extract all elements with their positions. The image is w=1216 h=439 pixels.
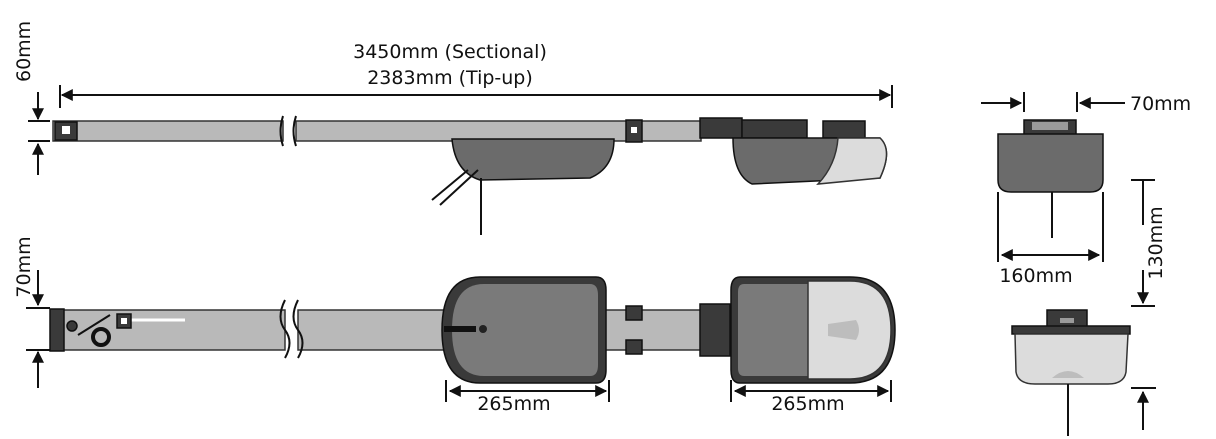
plan-carriage-dot [479,325,487,333]
width-label-left-265mm: 265mm [477,393,550,415]
plan-rail-left-segment [54,309,286,351]
end-height-label-130mm: 130mm [1145,206,1167,279]
plan-rail-break-right [292,299,304,359]
end-elevation-view: 70mm 160mm 130mm [981,92,1191,436]
width-label-right-265mm: 265mm [771,393,844,415]
end-width-label-160mm: 160mm [999,265,1072,287]
plan-view: 70mm 265mm [13,236,896,415]
rail-connector [699,117,743,139]
plan-clamp-top [625,305,643,321]
rail-break-left [279,115,284,147]
plan-pulley-bolt [66,320,78,332]
plan-clamp-bottom [625,339,643,355]
plan-pulley-brace [77,314,111,336]
rail-left-segment [52,120,284,142]
carriage-body [451,138,615,181]
motor-head-top-block [741,119,808,139]
end-front-top-block-slot [1060,318,1074,323]
end-front-lens [1052,371,1084,378]
plan-connector [699,303,731,357]
rail-break-right [292,115,297,147]
end-front-ridge [1011,325,1131,335]
length-label-tipup: 2383mm (Tip-up) [367,67,533,89]
motor-head-top-block-2 [822,120,866,139]
plan-motor-head-inner [738,284,810,376]
end-front-body [1014,333,1129,385]
carriage-arm-left-2 [431,169,469,201]
length-label-sectional: 3450mm (Sectional) [353,41,547,63]
carriage-arm-left [439,169,479,206]
motor-head-light-cover [816,137,888,185]
side-elevation-view: 3450mm (Sectional) 2383mm (Tip-up) 60mm [13,21,893,235]
plan-carriage-inner [452,284,598,376]
height-label-60mm: 60mm [13,21,35,82]
plan-rail-break-left [279,299,291,359]
rail-clamp-hole [631,127,637,133]
plan-pulley-wheel [91,327,111,347]
end-unit-top-cap-highlight [1032,122,1068,130]
height-label-70mm-left: 70mm [13,236,35,297]
rail-end-bracket [62,126,70,134]
plan-rail-end-cap [49,308,65,352]
end-unit-body [997,133,1104,193]
plan-rail-bracket-hole [121,318,127,324]
plan-motor-light-lens [828,320,859,340]
end-width-label-70mm: 70mm [1130,93,1191,115]
plan-carriage-slot [444,326,476,332]
